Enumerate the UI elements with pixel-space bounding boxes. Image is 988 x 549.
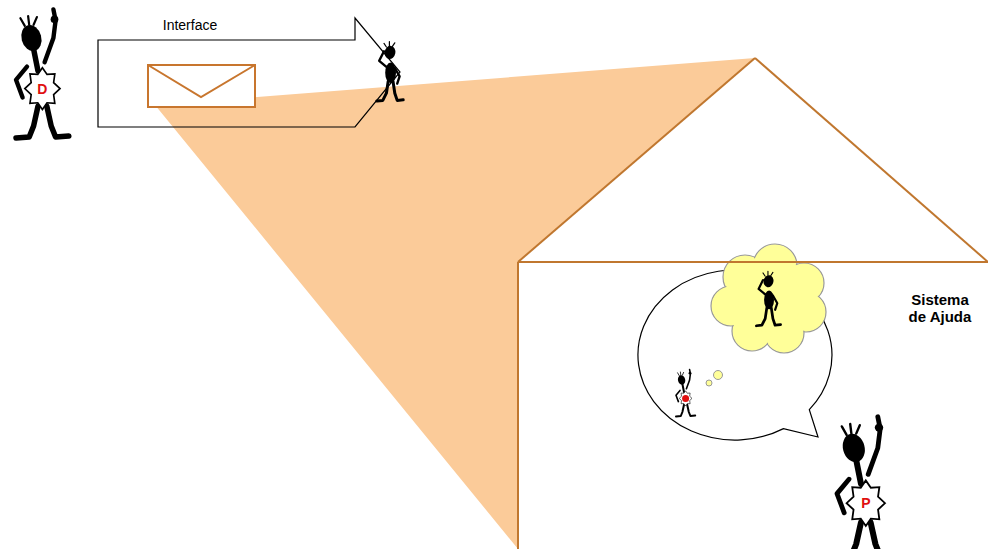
envelope-icon — [148, 65, 255, 107]
interface-arrow: Interface — [95, 12, 420, 132]
house-line — [518, 58, 755, 262]
thinking-figure — [756, 271, 780, 325]
person-figure: P — [825, 412, 897, 549]
thought-dots — [706, 371, 723, 387]
house-line — [518, 261, 988, 263]
house-line — [517, 262, 519, 549]
confused-figure — [377, 42, 403, 101]
figure-body — [837, 417, 895, 549]
person-letter: P — [861, 495, 870, 511]
system-label: Sistema de Ajuda — [904, 291, 976, 326]
speech-bubble — [638, 270, 832, 440]
person-figure — [825, 412, 897, 549]
person-letter: D — [37, 81, 47, 97]
small-figure — [676, 370, 695, 417]
house-outline: Sistema de AjudaP — [518, 58, 988, 549]
house-line — [755, 58, 988, 262]
person-figure: D — [5, 5, 71, 143]
block-arrow — [98, 18, 400, 127]
interface-arrow — [95, 12, 420, 132]
arrow-label: Interface — [163, 17, 217, 33]
thought-cloud — [711, 244, 826, 353]
person-figure — [5, 5, 71, 143]
figure-body — [16, 9, 69, 138]
